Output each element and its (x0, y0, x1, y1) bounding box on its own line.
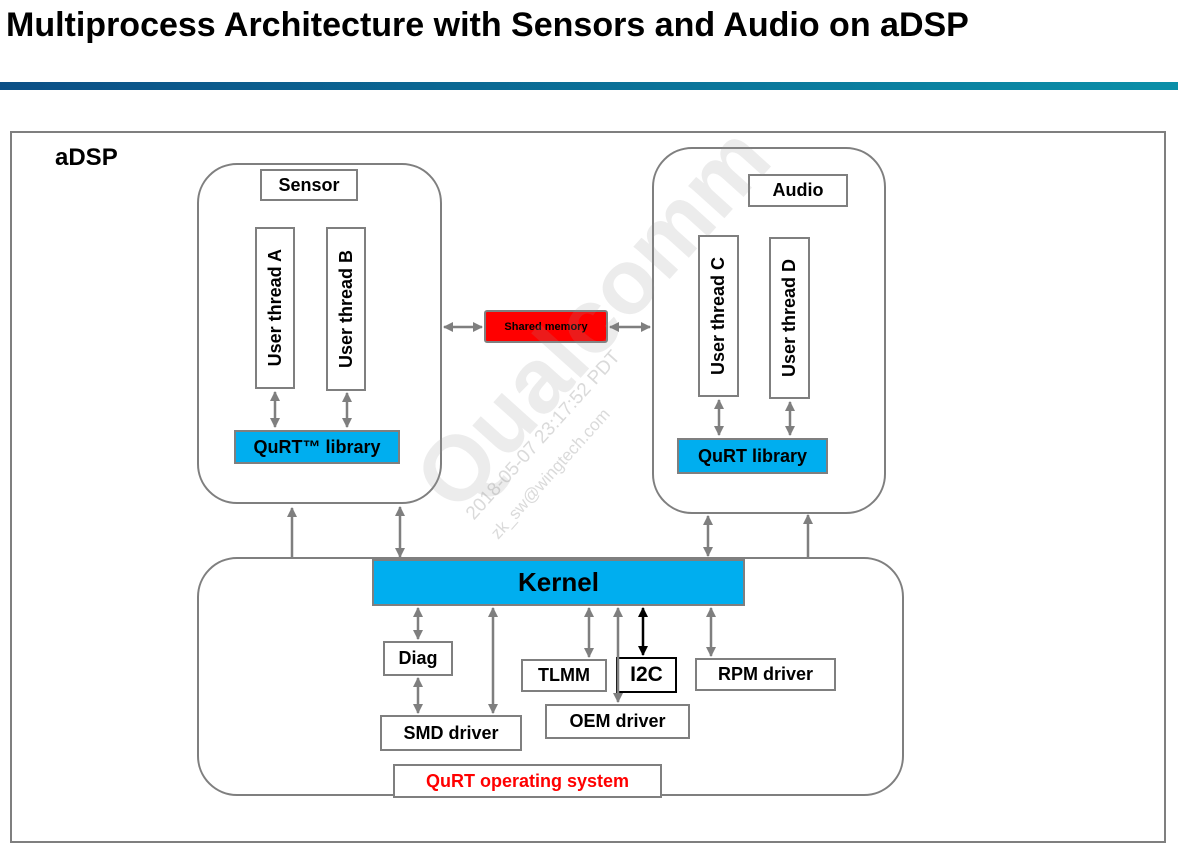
oem-driver-box: OEM driver (545, 704, 690, 739)
user-thread-b: User thread B (326, 227, 366, 391)
sensor-qurt-library: QuRT™ library (234, 430, 400, 464)
sensor-label: Sensor (260, 169, 358, 201)
sensor-process-box (197, 163, 442, 504)
diag-box: Diag (383, 641, 453, 676)
rpm-driver-box: RPM driver (695, 658, 836, 691)
smd-driver-box: SMD driver (380, 715, 522, 751)
adsp-frame (10, 131, 1166, 843)
user-thread-d: User thread D (769, 237, 810, 399)
audio-qurt-library: QuRT library (677, 438, 828, 474)
title-divider (0, 82, 1178, 90)
qurt-os-label: QuRT operating system (393, 764, 662, 798)
adsp-label: aDSP (55, 144, 118, 171)
audio-process-box (652, 147, 886, 514)
shared-memory-box: Shared memory (484, 310, 608, 343)
audio-label: Audio (748, 174, 848, 207)
kernel-box: Kernel (372, 559, 745, 606)
page-title: Multiprocess Architecture with Sensors a… (6, 6, 969, 44)
user-thread-a: User thread A (255, 227, 295, 389)
i2c-box: I2C (616, 657, 677, 693)
tlmm-box: TLMM (521, 659, 607, 692)
user-thread-c: User thread C (698, 235, 739, 397)
